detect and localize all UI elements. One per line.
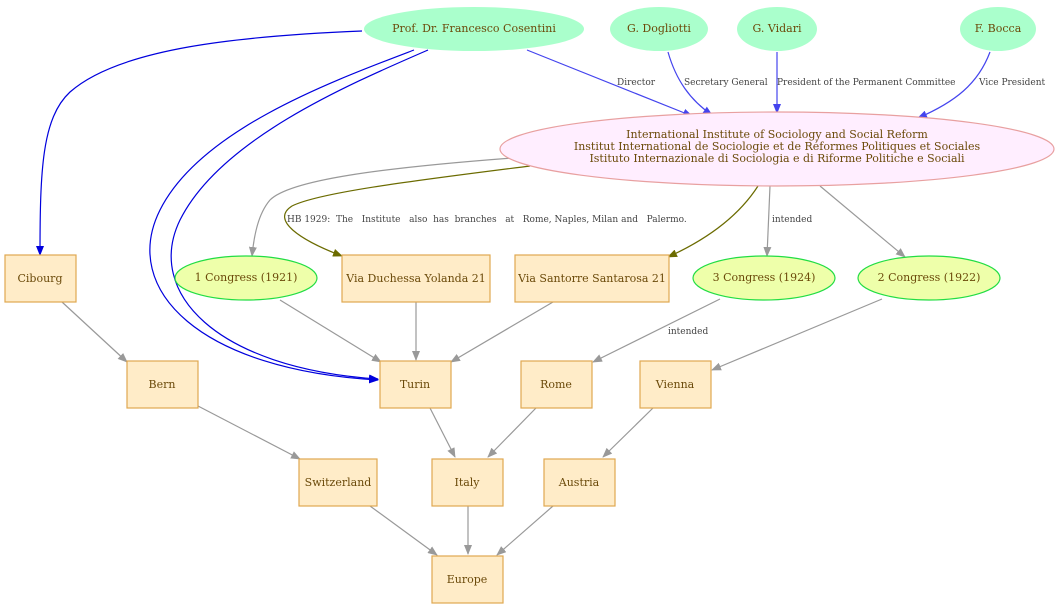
- node-congress2[interactable]: 2 Congress (1922): [857, 255, 1001, 301]
- edge-cosentini-turin-2: [170, 49, 429, 383]
- node-italy-label: Italy: [454, 476, 480, 489]
- edge-cosentini-turin-1: [149, 49, 415, 384]
- edge-institute-congress1: [248, 157, 513, 257]
- edge-vice: [917, 51, 991, 119]
- edge-santorre-turin: [450, 301, 554, 363]
- node-congress3[interactable]: 3 Congress (1924): [692, 255, 836, 301]
- edge-institute-congress3: [763, 185, 772, 257]
- node-bern[interactable]: Bern: [126, 360, 199, 409]
- node-duchessa-label: Via Duchessa Yolanda 21: [345, 272, 486, 285]
- edge-austria-europe: [496, 505, 554, 556]
- node-vienna-label: Vienna: [655, 378, 695, 391]
- node-santorre-label: Via Santorre Santarosa 21: [517, 272, 666, 285]
- node-austria[interactable]: Austria: [543, 458, 616, 507]
- edge-congress1-turin: [279, 299, 382, 363]
- edge-institute-santorre: [667, 185, 759, 258]
- node-congress1[interactable]: 1 Congress (1921): [174, 255, 318, 301]
- node-cosentini-label: Prof. Dr. Francesco Cosentini: [392, 22, 556, 35]
- node-institute-label-fr: Institut International de Sociologie et …: [574, 140, 981, 153]
- edge-labels: Director Secretary General President of …: [287, 78, 1046, 337]
- edge-cosentini-cibourg: [36, 30, 363, 256]
- edge-vienna-austria: [602, 407, 654, 458]
- node-congress1-label: 1 Congress (1921): [195, 271, 298, 284]
- edge-turin-italy: [429, 407, 456, 458]
- node-europe-label: Europe: [447, 573, 488, 586]
- edges: [36, 30, 991, 556]
- node-dogliotti-label: G. Dogliotti: [627, 22, 691, 35]
- edge-secretary: [667, 51, 713, 116]
- node-europe[interactable]: Europe: [431, 555, 504, 604]
- label-intended-rome: intended: [668, 327, 709, 337]
- node-turin[interactable]: Turin: [379, 360, 452, 409]
- node-bern-label: Bern: [149, 378, 176, 391]
- node-switzerland-label: Switzerland: [305, 476, 372, 489]
- edge-institute-duchessa: [284, 165, 531, 257]
- node-italy[interactable]: Italy: [431, 458, 504, 507]
- node-rome-label: Rome: [540, 378, 572, 391]
- label-director: Director: [617, 78, 656, 88]
- label-intended-congress3: intended: [772, 215, 813, 225]
- node-duchessa[interactable]: Via Duchessa Yolanda 21: [341, 254, 491, 303]
- edge-rome-italy: [487, 407, 537, 458]
- node-vidari[interactable]: G. Vidari: [737, 7, 817, 51]
- node-institute-label-it: Istituto Internazionale di Sociologia e …: [589, 152, 965, 165]
- edge-congress2-vienna: [711, 298, 883, 371]
- edge-director: [526, 49, 693, 117]
- label-vice: Vice President: [978, 78, 1046, 88]
- edge-switzerland-europe: [369, 505, 438, 556]
- node-bocca[interactable]: F. Bocca: [960, 7, 1036, 51]
- node-congress3-label: 3 Congress (1924): [713, 271, 816, 284]
- node-institute[interactable]: International Institute of Sociology and…: [499, 111, 1055, 187]
- nodes: Prof. Dr. Francesco Cosentini G. Dogliot…: [4, 7, 1055, 604]
- label-president: President of the Permanent Committee: [777, 78, 955, 88]
- label-branches: HB 1929: The Institute also has branches…: [287, 215, 687, 225]
- edge-institute-congress2: [819, 185, 906, 258]
- edge-bern-switzerland: [197, 405, 301, 460]
- node-switzerland[interactable]: Switzerland: [298, 458, 378, 507]
- node-dogliotti[interactable]: G. Dogliotti: [610, 7, 708, 51]
- node-congress2-label: 2 Congress (1922): [878, 271, 981, 284]
- edge-congress3-rome: [592, 298, 721, 363]
- node-turin-label: Turin: [400, 378, 430, 391]
- node-institute-label-en: International Institute of Sociology and…: [626, 128, 928, 141]
- node-vienna[interactable]: Vienna: [639, 360, 712, 409]
- node-bocca-label: F. Bocca: [975, 22, 1022, 35]
- node-rome[interactable]: Rome: [520, 360, 593, 409]
- node-cibourg[interactable]: Cibourg: [4, 254, 77, 303]
- node-cibourg-label: Cibourg: [18, 272, 63, 285]
- label-secretary: Secretary General: [684, 78, 768, 88]
- node-cosentini[interactable]: Prof. Dr. Francesco Cosentini: [364, 7, 584, 51]
- node-santorre[interactable]: Via Santorre Santarosa 21: [514, 254, 670, 303]
- node-austria-label: Austria: [558, 476, 600, 489]
- node-vidari-label: G. Vidari: [752, 22, 802, 35]
- edge-cibourg-bern: [61, 301, 128, 363]
